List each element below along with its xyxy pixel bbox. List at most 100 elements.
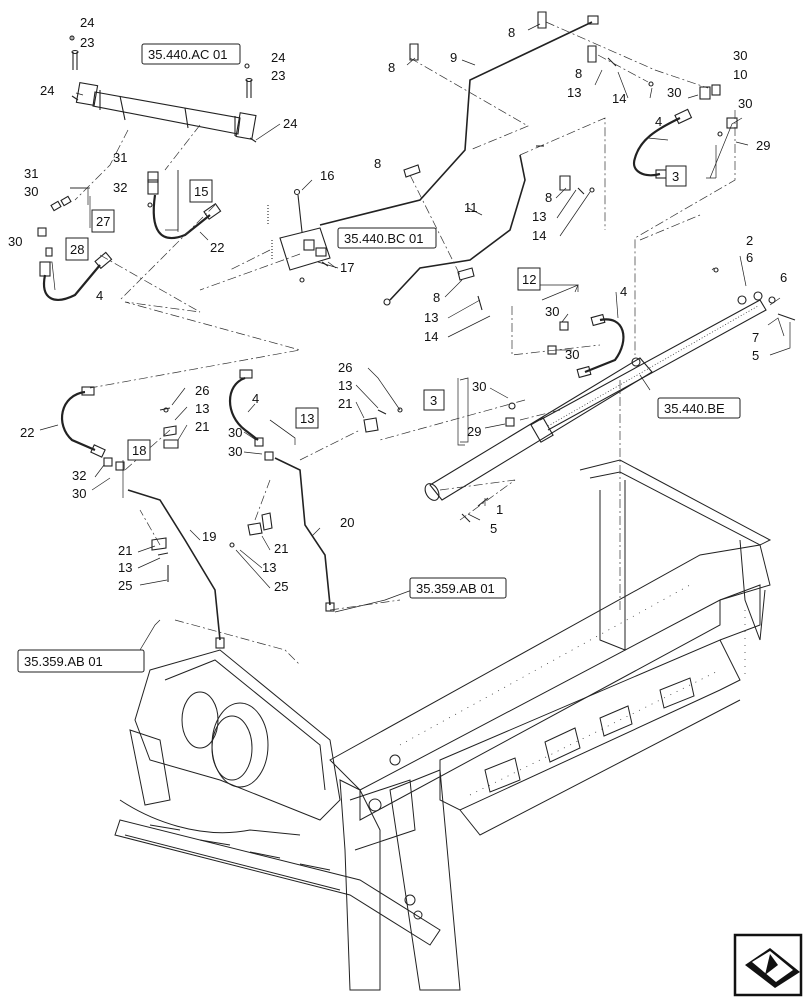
callout: 22	[210, 240, 224, 255]
boxed-callout: 13	[300, 411, 314, 426]
boxed-callouts: 15 27 28 3 12 3 18 13	[65, 165, 687, 461]
callout: 2	[746, 233, 753, 248]
callout: 24	[40, 83, 54, 98]
callout: 13	[424, 310, 438, 325]
callout: 1	[496, 502, 503, 517]
ref-bc01-box	[337, 227, 437, 249]
callout: 13	[567, 85, 581, 100]
callout: 26	[338, 360, 352, 375]
callout: 19	[202, 529, 216, 544]
callout: 8	[508, 25, 515, 40]
fittings-left	[37, 171, 159, 257]
callout: 5	[752, 348, 759, 363]
callout: 21	[118, 543, 132, 558]
callout: 30	[738, 96, 752, 111]
callout: 21	[195, 419, 209, 434]
callout: 24	[80, 15, 94, 30]
callout: 30	[228, 444, 242, 459]
page-navigation-arrow-icon[interactable]	[733, 933, 803, 997]
callout: 5	[490, 521, 497, 536]
callout: 8	[374, 156, 381, 171]
callout: 8	[575, 66, 582, 81]
callout: 24	[283, 116, 297, 131]
valve-block	[267, 188, 331, 283]
ref-be[interactable]: 35.440.BE	[664, 401, 725, 416]
ref-ac01-box	[141, 43, 241, 65]
callout: 4	[96, 288, 103, 303]
callout: 4	[252, 391, 259, 406]
callout: 20	[340, 515, 354, 530]
callout: 23	[80, 35, 94, 50]
tube-19	[127, 489, 225, 649]
reference-labels: 35.440.AC 01 35.440.BC 01 35.440.BE 35.3…	[17, 43, 741, 673]
callout: 11	[464, 200, 478, 215]
callout: 32	[72, 468, 86, 483]
hose-4-mid-right	[547, 313, 625, 379]
boxed-callout: 12	[522, 272, 536, 287]
callout: 4	[620, 284, 627, 299]
callout: 13	[532, 209, 546, 224]
callout: 26	[195, 383, 209, 398]
ref-ab01-left[interactable]: 35.359.AB 01	[24, 654, 103, 669]
callout: 4	[655, 114, 662, 129]
callout: 7	[752, 330, 759, 345]
callout: 30	[228, 425, 242, 440]
callout: 8	[545, 190, 552, 205]
hydraulic-cylinder-upper	[69, 35, 257, 143]
callout: 30	[8, 234, 22, 249]
boxed-callout: 18	[132, 443, 146, 458]
callout: 29	[467, 424, 481, 439]
callout: 29	[756, 138, 770, 153]
callout: 14	[612, 91, 626, 106]
callout: 31	[24, 166, 38, 181]
hydraulic-cylinder-lift	[424, 267, 796, 523]
callout: 6	[780, 270, 787, 285]
callout: 30	[545, 304, 559, 319]
connection-lines	[74, 21, 736, 666]
callout: 22	[20, 425, 34, 440]
callout-numbers: 24 23 24 24 23 24 31 30 30 4 31 32 22 16…	[8, 15, 787, 594]
callout: 14	[532, 228, 546, 243]
boxed-callout: 3	[672, 169, 679, 184]
callout-brackets	[70, 145, 717, 498]
callout: 13	[338, 378, 352, 393]
ref-ac01[interactable]: 35.440.AC 01	[148, 47, 228, 62]
hose-4-top-right	[632, 84, 738, 179]
callout: 25	[274, 579, 288, 594]
callout: 21	[274, 541, 288, 556]
tube-11	[383, 154, 526, 306]
callout: 30	[72, 486, 86, 501]
ref-ab01-right-box	[409, 577, 507, 599]
hose-22-lower-left	[61, 386, 125, 471]
hose-4-lower-mid	[229, 369, 274, 461]
frame-assembly	[114, 459, 772, 991]
ref-ab01-right[interactable]: 35.359.AB 01	[416, 581, 495, 596]
callout: 30	[24, 184, 38, 199]
callout: 6	[746, 250, 753, 265]
callout: 8	[388, 60, 395, 75]
tube-9	[319, 15, 599, 226]
callout: 17	[340, 260, 354, 275]
ref-bc01[interactable]: 35.440.BC 01	[344, 231, 424, 246]
boxed-callout: 28	[70, 242, 84, 257]
callout: 30	[667, 85, 681, 100]
clamps	[151, 11, 654, 582]
callout: 30	[733, 48, 747, 63]
callout: 13	[195, 401, 209, 416]
callout: 8	[433, 290, 440, 305]
callout: 23	[271, 68, 285, 83]
callout: 13	[262, 560, 276, 575]
ref-be-box	[657, 397, 741, 419]
callout: 25	[118, 578, 132, 593]
callout: 9	[450, 50, 457, 65]
callout: 32	[113, 180, 127, 195]
callout: 31	[113, 150, 127, 165]
callout: 13	[118, 560, 132, 575]
boxed-callout: 27	[96, 214, 110, 229]
callout: 10	[733, 67, 747, 82]
callout: 21	[338, 396, 352, 411]
callout: 24	[271, 50, 285, 65]
callout: 30	[565, 347, 579, 362]
